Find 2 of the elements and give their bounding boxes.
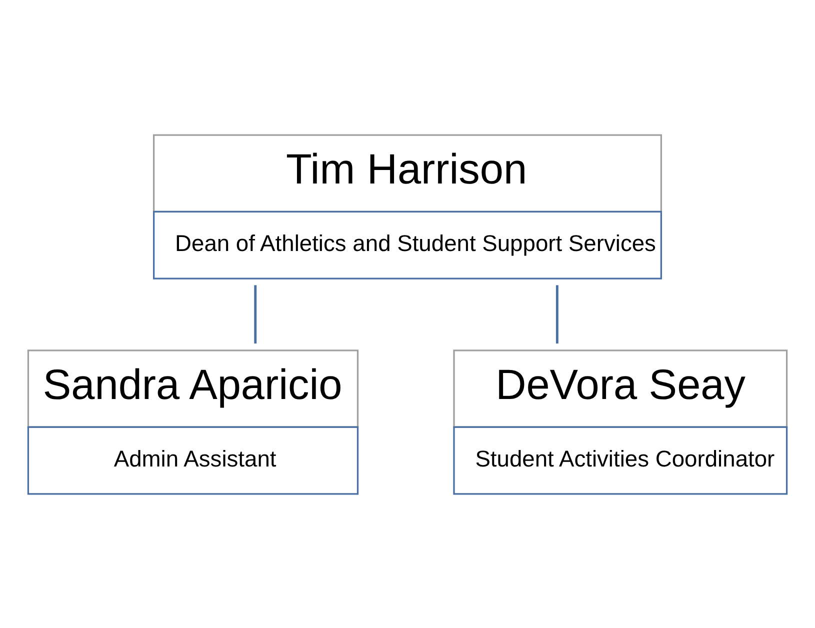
connector [254, 284, 257, 344]
connector [556, 284, 558, 344]
